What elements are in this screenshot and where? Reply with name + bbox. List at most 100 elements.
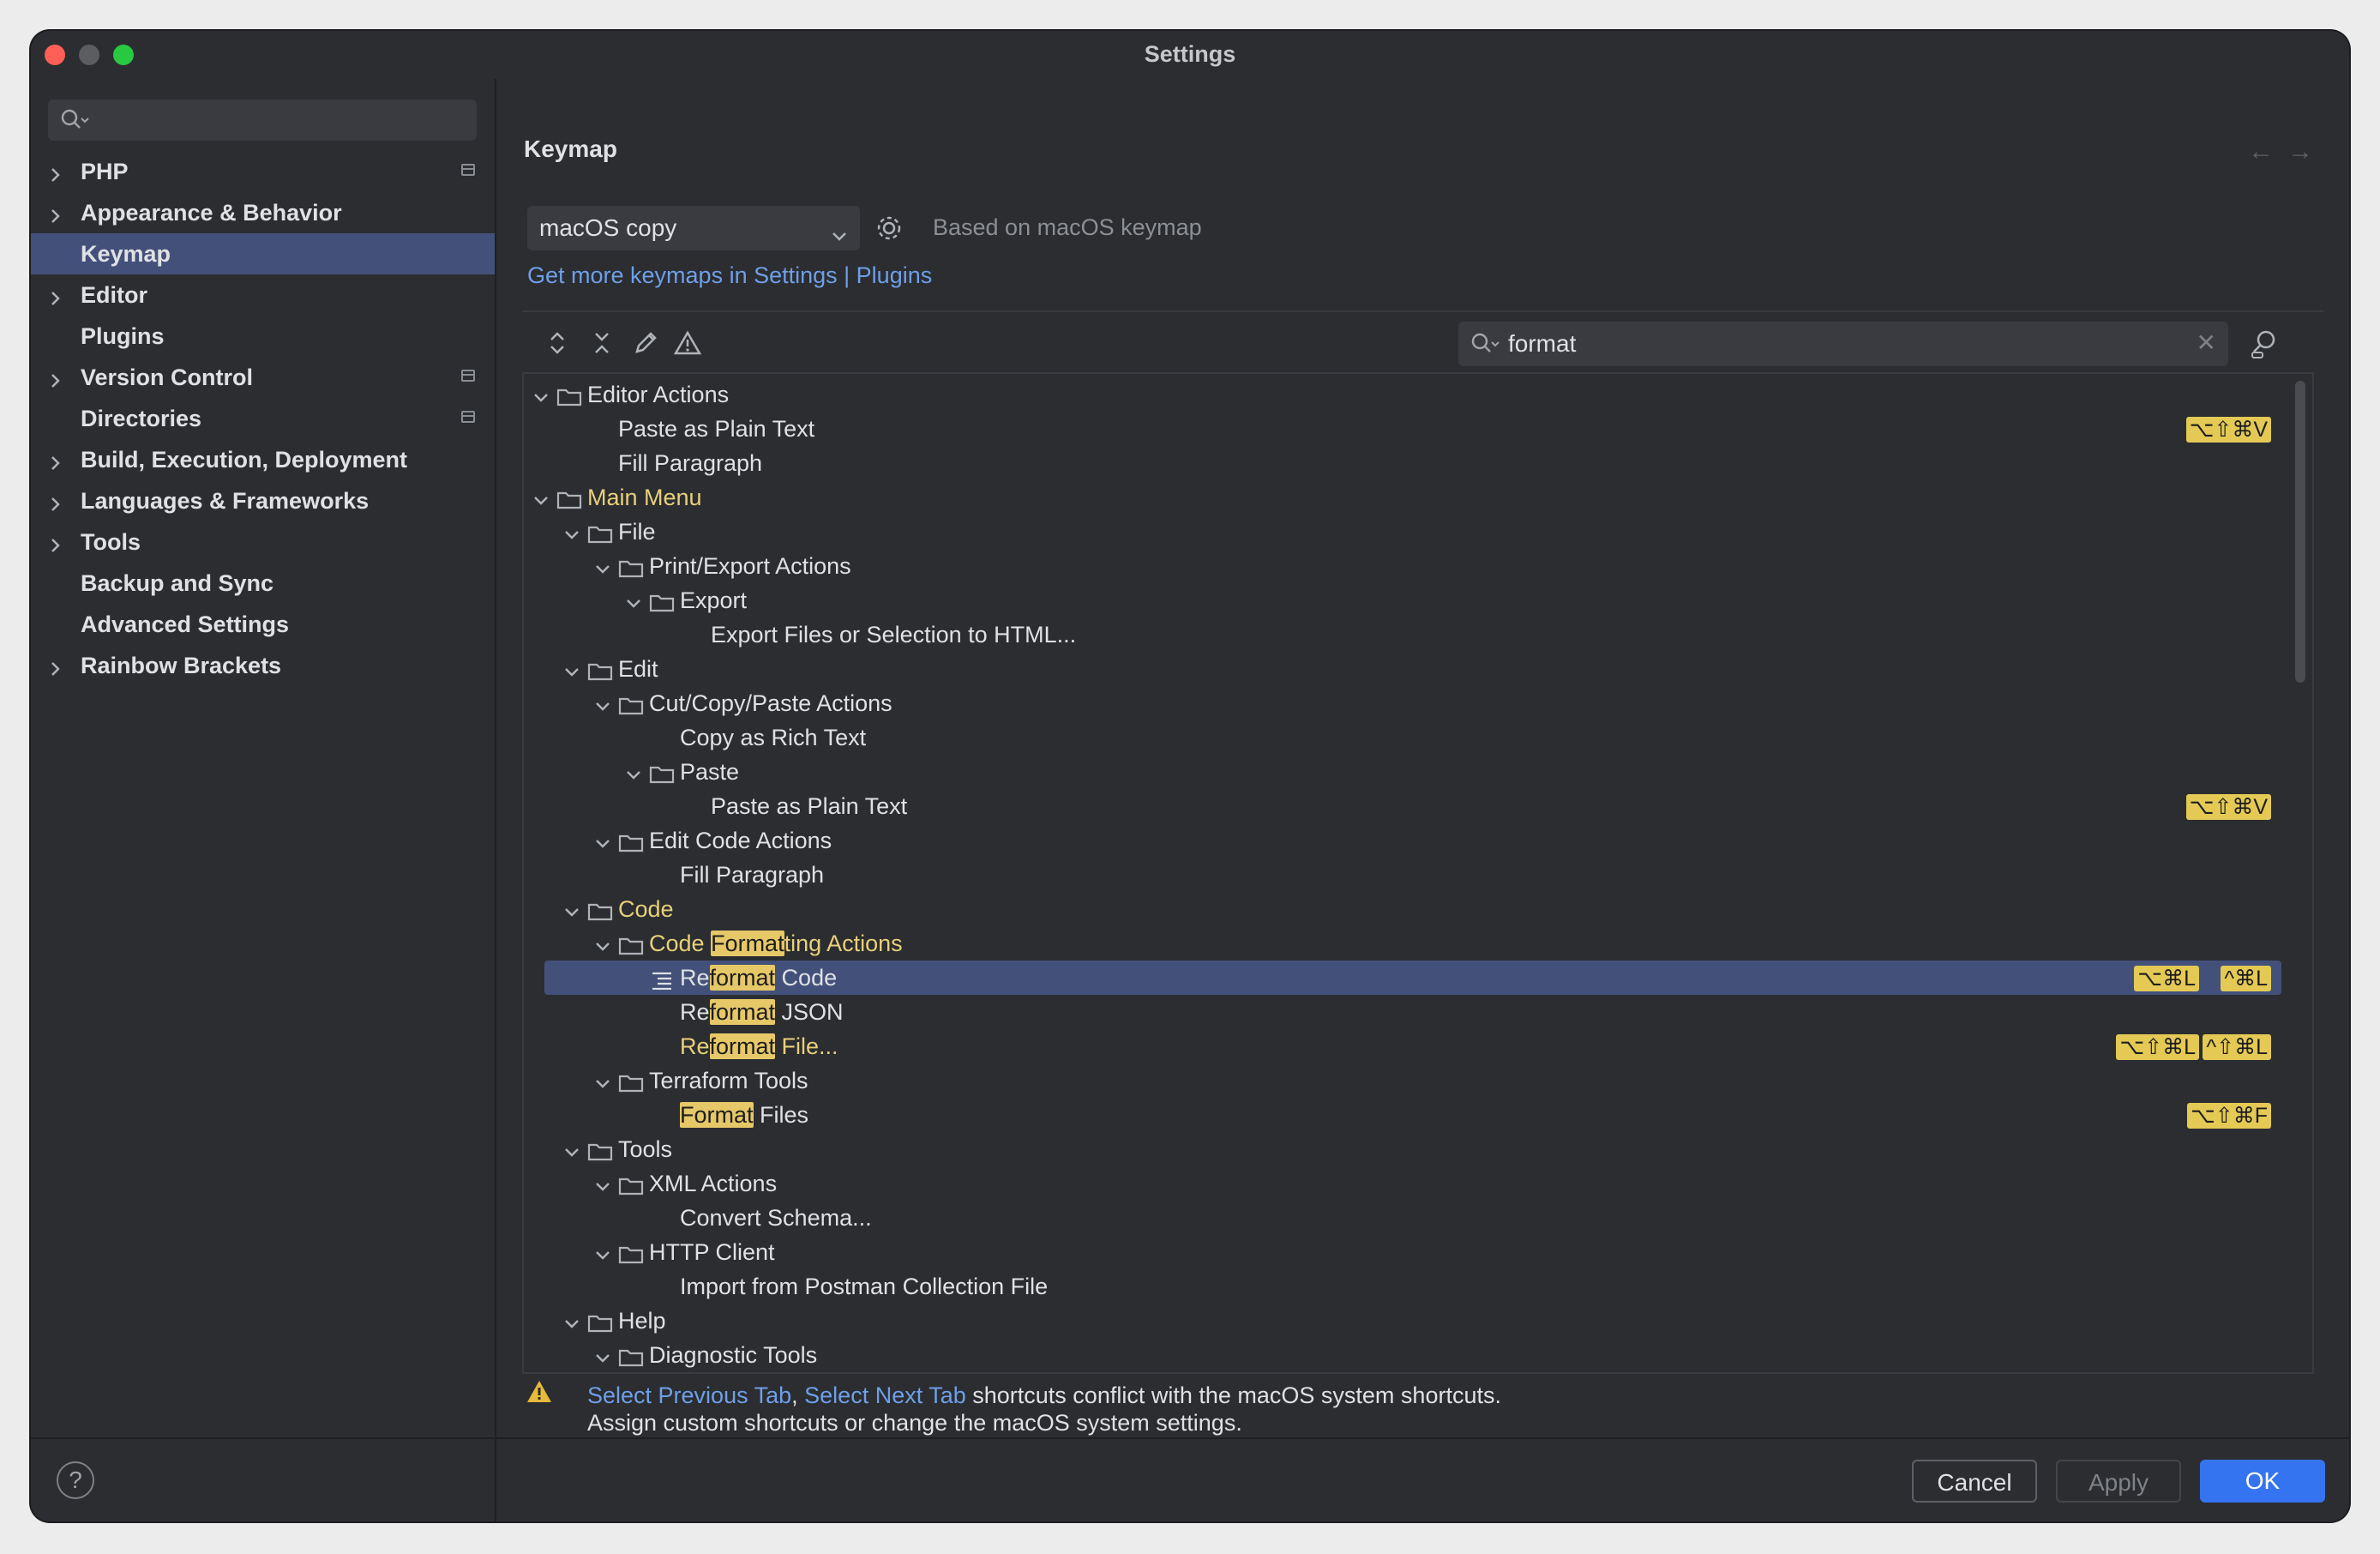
chevron-right-icon[interactable] <box>50 369 62 395</box>
sidebar-item-languages-frameworks[interactable]: Languages & Frameworks <box>31 480 495 521</box>
tree-folder-row[interactable]: Edit Code Actions <box>524 823 2312 858</box>
back-arrow-icon[interactable]: ← <box>2248 137 2287 166</box>
tree-folder-row[interactable]: Terraform Tools <box>524 1063 2312 1098</box>
ok-button[interactable]: OK <box>2200 1460 2325 1503</box>
keymap-dropdown[interactable]: macOS copy <box>527 206 860 250</box>
tree-folder-row[interactable]: Editor Actions <box>524 377 2312 412</box>
tree-folder-row[interactable]: File <box>524 515 2312 549</box>
tree-folder-row[interactable]: XML Actions <box>524 1166 2312 1201</box>
sidebar-item-build-execution-deployment[interactable]: Build, Execution, Deployment <box>31 439 495 480</box>
settings-search-input[interactable] <box>48 99 477 141</box>
chevron-down-icon[interactable] <box>594 695 611 721</box>
tree-action-row[interactable]: Copy as Rich Text <box>524 720 2312 755</box>
sidebar-item-php[interactable]: PHP <box>31 151 495 192</box>
tree-action-row[interactable]: Paste as Plain Text⌥⇧⌘V <box>524 412 2312 446</box>
sidebar-item-plugins[interactable]: Plugins <box>31 316 495 357</box>
tree-folder-row[interactable]: Edit <box>524 652 2312 686</box>
sidebar-item-appearance-behavior[interactable]: Appearance & Behavior <box>31 192 495 233</box>
conflicts-warning-icon[interactable] <box>673 329 702 361</box>
find-by-shortcut-icon[interactable] <box>2249 328 2281 364</box>
sidebar-item-version-control[interactable]: Version Control <box>31 357 495 398</box>
chevron-right-icon[interactable] <box>50 492 62 519</box>
footer-divider <box>31 1437 2349 1439</box>
tree-action-row[interactable]: Convert Schema... <box>524 1201 2312 1235</box>
edit-shortcut-icon[interactable] <box>632 329 661 361</box>
chevron-down-icon[interactable] <box>563 900 580 927</box>
chevron-down-icon[interactable] <box>594 1072 611 1099</box>
sidebar-item-label: Backup and Sync <box>81 570 274 596</box>
tree-folder-row[interactable]: Help <box>524 1304 2312 1338</box>
tree-folder-row[interactable]: Code <box>524 892 2312 926</box>
chevron-down-icon[interactable] <box>563 1312 580 1339</box>
tree-folder-row[interactable]: HTTP Client <box>524 1235 2312 1269</box>
expand-all-icon[interactable] <box>544 329 570 361</box>
select-next-tab-link[interactable]: Select Next Tab <box>804 1382 966 1408</box>
tree-action-row[interactable]: Reformat File...^⇧⌘L⌥⇧⌘L <box>524 1029 2312 1063</box>
clear-filter-icon[interactable]: ✕ <box>2196 329 2216 356</box>
tree-scrollbar[interactable] <box>2295 381 2305 683</box>
tree-action-row[interactable]: Import from Postman Collection File <box>524 1269 2312 1304</box>
shortcut-badge: ^⇧⌘L <box>2203 1034 2271 1060</box>
chevron-right-icon[interactable] <box>50 657 62 684</box>
tree-action-row[interactable]: Format Files⌥⇧⌘F <box>524 1098 2312 1132</box>
tree-action-row[interactable]: Reformat Code^⌘L⌥⌘L <box>524 961 2312 995</box>
cancel-button[interactable]: Cancel <box>1912 1460 2037 1503</box>
chevron-down-icon[interactable] <box>532 386 550 413</box>
minimize-window-button[interactable] <box>79 45 99 65</box>
tree-folder-row[interactable]: Cut/Copy/Paste Actions <box>524 686 2312 720</box>
chevron-down-icon[interactable] <box>594 557 611 584</box>
chevron-down-icon[interactable] <box>594 832 611 858</box>
divider <box>522 310 2323 312</box>
chevron-down-icon[interactable] <box>594 1346 611 1372</box>
chevron-down-icon[interactable] <box>532 489 550 515</box>
tree-folder-row[interactable]: Main Menu <box>524 480 2312 515</box>
tree-action-row[interactable]: Reformat JSON <box>524 995 2312 1029</box>
tree-item-label: Help <box>618 1308 666 1334</box>
sidebar-item-editor[interactable]: Editor <box>31 274 495 316</box>
chevron-down-icon[interactable] <box>594 935 611 961</box>
tree-action-row[interactable]: Export Files or Selection to HTML... <box>524 617 2312 652</box>
collapse-all-icon[interactable] <box>589 329 615 361</box>
tree-action-row[interactable]: Fill Paragraph <box>524 446 2312 480</box>
tree-item-label: Paste <box>680 759 740 785</box>
sidebar-item-backup-and-sync[interactable]: Backup and Sync <box>31 563 495 604</box>
chevron-right-icon[interactable] <box>50 204 62 231</box>
sidebar-item-tools[interactable]: Tools <box>31 521 495 563</box>
sidebar-item-advanced-settings[interactable]: Advanced Settings <box>31 604 495 645</box>
tree-folder-row[interactable]: Diagnostic Tools <box>524 1338 2312 1372</box>
tree-folder-row[interactable]: Export <box>524 583 2312 617</box>
help-button[interactable]: ? <box>57 1461 94 1499</box>
chevron-right-icon[interactable] <box>50 533 62 560</box>
chevron-down-icon[interactable] <box>625 592 642 618</box>
tree-folder-row[interactable]: Paste <box>524 755 2312 789</box>
tree-item-label: Print/Export Actions <box>649 553 851 579</box>
sidebar-item-keymap[interactable]: Keymap <box>31 233 495 274</box>
tree-action-row[interactable]: Fill Paragraph <box>524 858 2312 892</box>
chevron-down-icon[interactable] <box>594 1244 611 1270</box>
get-more-keymaps-link[interactable]: Get more keymaps in Settings | Plugins <box>527 262 933 288</box>
chevron-right-icon[interactable] <box>50 451 62 478</box>
tree-folder-row[interactable]: Print/Export Actions <box>524 549 2312 583</box>
keymap-filter-input[interactable]: format ✕ <box>1458 322 2228 366</box>
chevron-right-icon[interactable] <box>50 163 62 190</box>
chevron-down-icon[interactable] <box>563 1141 580 1167</box>
select-previous-tab-link[interactable]: Select Previous Tab <box>587 1382 792 1408</box>
chevron-down-icon[interactable] <box>625 763 642 790</box>
tree-action-row[interactable]: Paste as Plain Text⌥⇧⌘V <box>524 789 2312 823</box>
tree-item-label: Convert Schema... <box>680 1205 872 1231</box>
close-window-button[interactable] <box>45 45 65 65</box>
chevron-down-icon[interactable] <box>594 1175 611 1202</box>
tree-folder-row[interactable]: Tools <box>524 1132 2312 1166</box>
gear-icon[interactable] <box>872 211 906 250</box>
tree-item-label: Paste as Plain Text <box>618 416 815 442</box>
chevron-down-icon[interactable] <box>563 523 580 550</box>
forward-arrow-icon[interactable]: → <box>2287 137 2327 166</box>
chevron-down-icon[interactable] <box>563 660 580 687</box>
apply-button[interactable]: Apply <box>2056 1460 2181 1503</box>
sidebar-item-rainbow-brackets[interactable]: Rainbow Brackets <box>31 645 495 686</box>
tree-folder-row[interactable]: Code Formatting Actions <box>524 926 2312 961</box>
sidebar-item-directories[interactable]: Directories <box>31 398 495 439</box>
chevron-right-icon[interactable] <box>50 286 62 313</box>
maximize-window-button[interactable] <box>113 45 134 65</box>
